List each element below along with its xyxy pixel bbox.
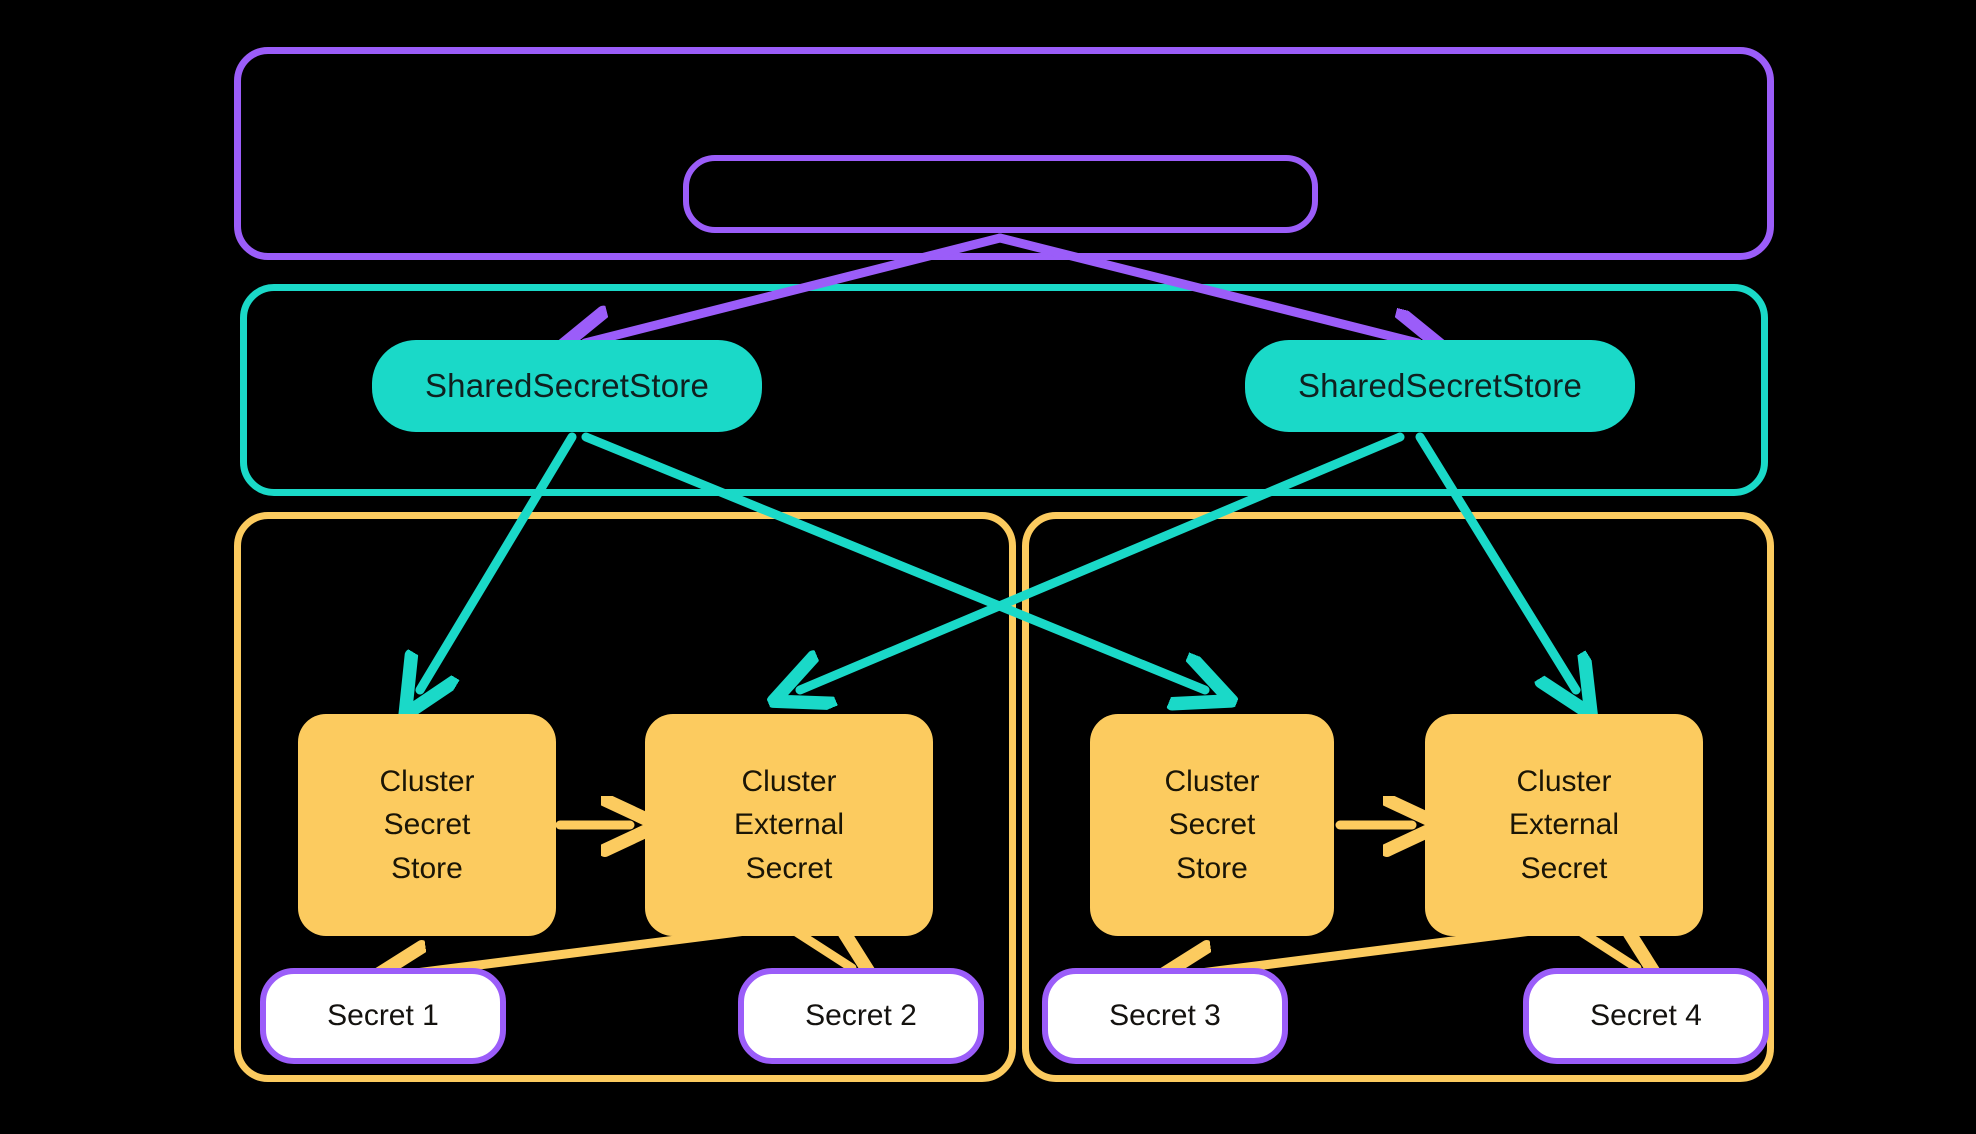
node-shared-secret-store-left-label: SharedSecretStore [424,367,710,404]
node-cluster-secret-store-left[interactable]: Cluster Secret Store [298,714,556,936]
node-controller[interactable] [683,155,1318,233]
node-line: External [733,808,845,842]
node-line: Store [1176,851,1248,885]
node-secret-2[interactable]: Secret 2 [738,968,984,1064]
node-cluster-secret-store-right[interactable]: Cluster Secret Store [1090,714,1334,936]
node-secret-2-label: Secret 2 [805,999,917,1032]
node-secret-1[interactable]: Secret 1 [260,968,506,1064]
node-line: Secret [1168,808,1256,842]
node-secret-4-label: Secret 4 [1590,999,1702,1032]
node-secret-3[interactable]: Secret 3 [1042,968,1288,1064]
node-line: Secret [383,808,471,842]
node-line: Cluster [1516,764,1612,798]
node-shared-secret-store-right-label: SharedSecretStore [1297,367,1583,404]
node-line: Secret [745,851,833,885]
node-secret-3-label: Secret 3 [1109,999,1221,1032]
node-line: External [1508,808,1620,842]
node-secret-1-label: Secret 1 [327,999,439,1032]
node-shared-secret-store-left[interactable]: SharedSecretStore [372,340,762,432]
node-cluster-external-secret-right[interactable]: Cluster External Secret [1425,714,1703,936]
node-line: Store [391,851,463,885]
node-secret-4[interactable]: Secret 4 [1523,968,1769,1064]
node-line: Cluster [741,764,837,798]
node-shared-secret-store-right[interactable]: SharedSecretStore [1245,340,1635,432]
node-line: Cluster [379,764,475,798]
node-line: Cluster [1164,764,1260,798]
node-line: Secret [1520,851,1608,885]
node-cluster-external-secret-left[interactable]: Cluster External Secret [645,714,933,936]
